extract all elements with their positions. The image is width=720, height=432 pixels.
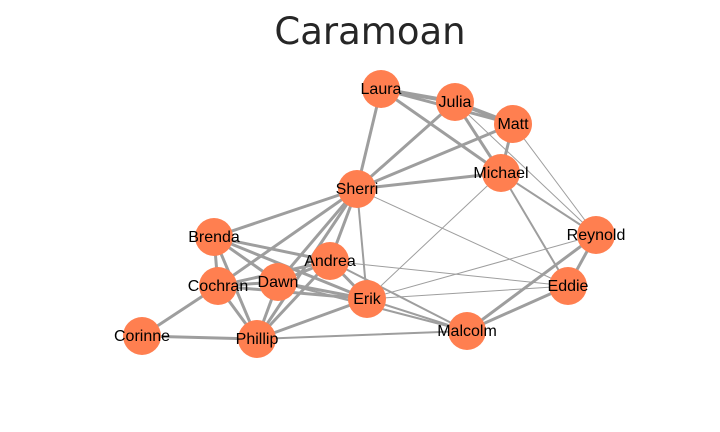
node-label-phillip: Phillip: [236, 331, 279, 348]
node-label-corinne: Corinne: [114, 328, 170, 345]
nodes-layer: [123, 70, 615, 358]
node-label-michael: Michael: [473, 165, 528, 182]
node-label-erik: Erik: [353, 291, 382, 308]
node-erik: [348, 280, 386, 318]
node-phillip: [238, 320, 276, 358]
edge-michael-sherri: [355, 171, 503, 191]
edge-erik-phillip: [255, 297, 369, 341]
edge-eddie-erik: [366, 285, 569, 300]
edge-matt-reynold: [512, 123, 597, 236]
edge-reynold-malcolm: [465, 233, 598, 333]
node-laura: [362, 70, 400, 108]
diagram-title: Caramoan: [274, 10, 466, 53]
edge-reynold-erik: [366, 234, 597, 300]
edge-sherri-brenda: [212, 187, 359, 239]
node-andrea: [311, 242, 349, 280]
edge-eddie-andrea: [329, 260, 569, 287]
node-corinne: [123, 317, 161, 355]
edge-julia-sherri: [355, 100, 457, 191]
node-dawn: [259, 263, 297, 301]
node-malcolm: [448, 312, 486, 350]
edge-corinne-phillip: [140, 334, 259, 341]
node-label-brenda: Brenda: [188, 229, 240, 246]
edge-sherri-dawn: [276, 187, 359, 284]
edge-sherri-eddie: [356, 188, 569, 287]
node-label-cochran: Cochran: [188, 278, 248, 295]
edge-matt-sherri: [355, 122, 515, 191]
node-label-sherri: Sherri: [336, 181, 379, 198]
edge-michael-erik: [366, 172, 502, 300]
node-reynold: [577, 216, 615, 254]
edge-andrea-malcolm: [329, 260, 468, 332]
node-label-reynold: Reynold: [567, 227, 626, 244]
node-michael: [482, 154, 520, 192]
node-label-andrea: Andrea: [304, 253, 356, 270]
node-label-julia: Julia: [439, 94, 472, 111]
node-matt: [494, 105, 532, 143]
node-label-eddie: Eddie: [548, 278, 589, 295]
node-label-laura: Laura: [361, 81, 402, 98]
node-julia: [436, 83, 474, 121]
node-sherri: [338, 170, 376, 208]
node-cochran: [199, 267, 237, 305]
edge-laura-michael: [379, 87, 503, 175]
node-label-dawn: Dawn: [258, 274, 299, 291]
edge-phillip-malcolm: [256, 330, 468, 340]
node-label-malcolm: Malcolm: [437, 323, 497, 340]
node-brenda: [195, 218, 233, 256]
node-eddie: [549, 267, 587, 305]
edge-sherri-phillip: [255, 187, 359, 341]
edge-michael-eddie: [500, 172, 569, 287]
edge-brenda-andrea: [212, 235, 332, 263]
edge-julia-reynold: [454, 101, 597, 236]
node-label-matt: Matt: [497, 116, 529, 133]
edge-sherri-cochran: [216, 187, 359, 288]
